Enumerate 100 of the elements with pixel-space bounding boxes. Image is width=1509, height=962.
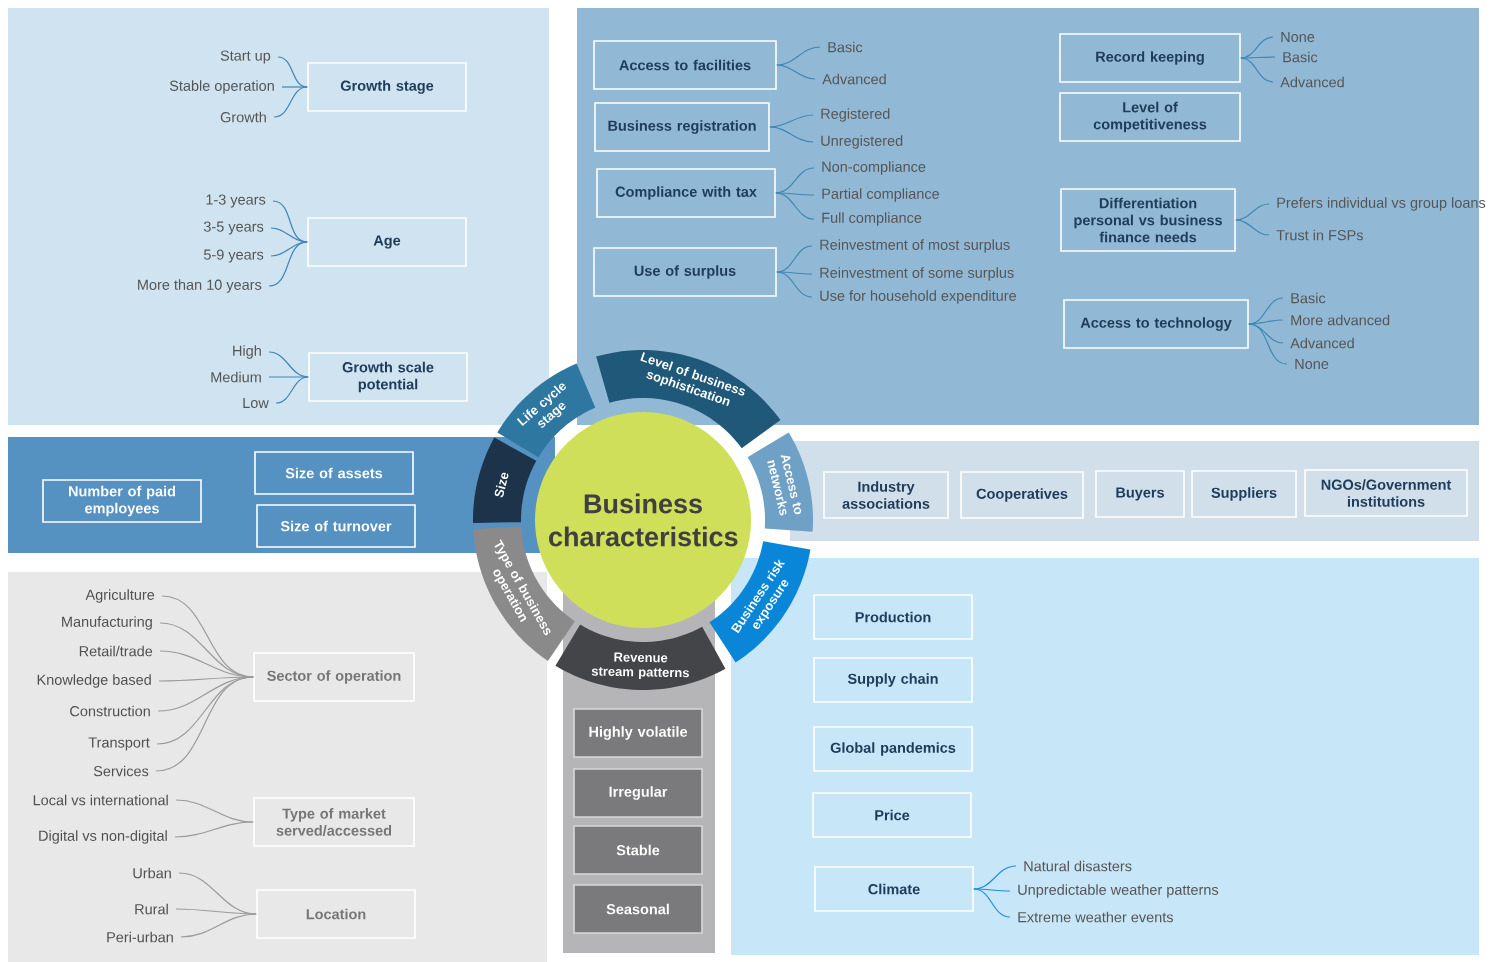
category-box: Use of surplus [593,247,777,297]
option-text: Partial compliance [822,188,939,202]
option-text: Natural disasters [1024,860,1132,872]
connector-line [776,271,813,275]
category-box: Level of competitiveness [1059,92,1241,142]
option-text: Local vs international [33,794,168,806]
option-text: Registered [821,108,890,122]
connector-line [1248,319,1284,325]
option-text: Reinvestment of some surplus [820,267,1014,281]
category-box: Type of market served/accessed [253,797,415,847]
option-text: High [233,345,261,359]
connector-line [776,271,813,298]
category-box: Price [812,792,972,838]
option-text: Rural [135,903,168,915]
category-box: Stable [573,825,703,875]
connector-line [775,192,815,220]
category-box: Suppliers [1191,470,1297,518]
connector-line [174,821,254,838]
option-text: Advanced [1290,337,1354,349]
connector-line [1240,57,1274,83]
category-box: Growth scale potential [308,352,468,402]
connector-line [776,64,816,80]
option-text: Manufacturing [62,616,152,630]
option-text: 1-3 years [206,194,266,208]
connector-line [775,192,815,196]
category-box: Seasonal [573,884,703,934]
option-text: Full compliance [822,212,922,226]
connector-line [1235,203,1270,221]
connector-line [973,888,1011,918]
category-box: Climate [814,866,974,912]
category-box: Global pandemics [813,726,973,772]
option-text: Basic [1291,292,1326,304]
connector-line [268,376,309,378]
option-text: Advanced [822,73,886,85]
category-box: Access to technology [1063,299,1249,349]
option-text: Reinvestment of most surplus [820,239,1010,253]
option-text: 5-9 years [203,249,264,263]
option-text: Urban [133,867,171,879]
option-text: Growth [220,111,266,123]
option-text: Extreme weather events [1018,911,1173,923]
option-text: Basic [1283,51,1318,63]
option-text: Advanced [1280,76,1344,88]
category-box: Location [256,889,416,939]
option-text: Stable operation [169,80,274,94]
connector-line [769,114,814,128]
option-text: Transport [88,737,150,751]
option-text: Unpredictable weather patterns [1018,884,1219,898]
connector-line [175,908,257,915]
connector-line [268,241,308,287]
connector-line [1248,323,1288,365]
connector-line [1240,56,1276,59]
connector-line [175,799,254,823]
category-box: Access to facilities [593,40,777,90]
option-text: Use for household expenditure [820,290,1016,304]
category-box: Record keeping [1059,33,1241,83]
connector-line [1235,219,1270,236]
category-box: Size of turnover [256,504,416,548]
connector-line [270,227,308,243]
option-text: Agriculture [85,589,155,603]
option-text: Services [93,765,149,777]
category-box: Age [307,217,467,267]
category-box: Buyers [1095,470,1185,518]
category-box: Size of assets [254,451,414,495]
category-box: Production [813,594,973,640]
ring-segment: Revenue stream patterns [555,624,726,690]
category-box: Industry associations [823,471,949,519]
option-text: Retail/trade [79,645,153,657]
option-text: Knowledge based [37,674,151,688]
connector-line [769,126,814,143]
connector-line [273,86,308,118]
category-box: Supply chain [813,657,973,703]
connector-line [155,676,254,772]
category-box: Growth stage [307,62,467,112]
category-box: Highly volatile [573,708,703,758]
option-text: Construction [70,705,150,717]
option-text: Medium [211,371,261,383]
option-text: Basic [828,41,863,53]
connector-line [973,888,1011,892]
option-text: More than 10 years [138,279,262,293]
ring-segment: Access to networks [747,432,813,532]
option-text: Low [243,397,269,409]
category-box: Business registration [594,102,770,152]
category-box: Number of paid employees [42,479,202,523]
connector-line [281,86,308,88]
category-box: Sector of operation [253,652,415,702]
option-text: More advanced [1291,314,1390,326]
option-text: Start up [220,50,271,64]
connector-line [776,46,821,66]
connector-line [180,913,257,938]
category-box: Differentiation personal vs business finance needs [1060,188,1236,252]
option-text: Unregistered [821,135,903,149]
category-box: Cooperatives [960,471,1084,519]
option-text: Non-compliance [822,161,926,175]
option-text: Digital vs non-digital [39,830,167,844]
option-text: None [1295,358,1329,370]
option-text: Peri-urban [107,931,173,943]
option-text: None [1281,31,1315,43]
category-box: Irregular [573,768,703,818]
ring-segment: Size [473,437,537,523]
connector-line [275,376,309,404]
